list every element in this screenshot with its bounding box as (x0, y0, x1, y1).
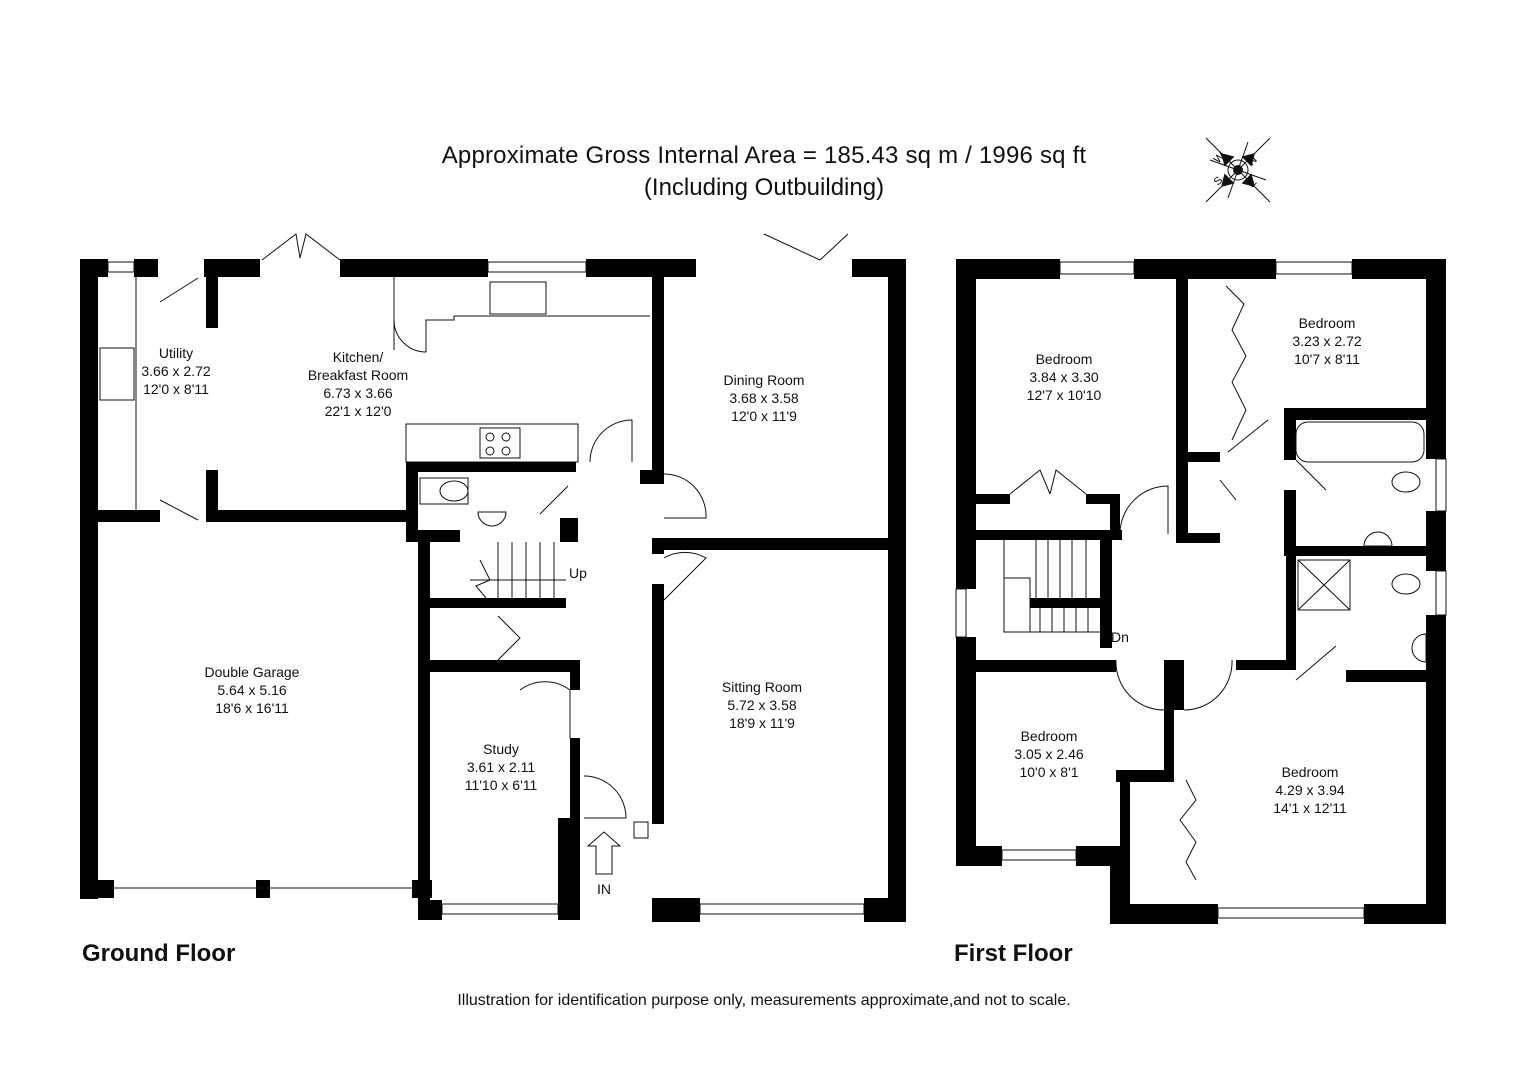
bed2-name: Bedroom (1299, 315, 1356, 331)
kitchen-name-2: Breakfast Room (308, 367, 408, 383)
bed1-imperial: 12'7 x 10'10 (1027, 387, 1102, 403)
bed3-name: Bedroom (1021, 728, 1078, 744)
bed1-metric: 3.84 x 3.30 (1029, 369, 1098, 385)
garage-name: Double Garage (205, 664, 300, 680)
sitting-name: Sitting Room (722, 679, 802, 695)
bed1-name: Bedroom (1036, 351, 1093, 367)
garage-metric: 5.64 x 5.16 (217, 682, 286, 698)
ground-floor-plan: Utility 3.66 x 2.72 12'0 x 8'11 Kitchen/… (80, 233, 906, 922)
utility-name: Utility (159, 345, 193, 361)
study-metric: 3.61 x 2.11 (467, 759, 535, 775)
area-header: Approximate Gross Internal Area = 185.43… (0, 140, 1528, 204)
entrance-label: IN (597, 881, 611, 897)
bed2-metric: 3.23 x 2.72 (1292, 333, 1361, 349)
ground-stair-label: Up (569, 565, 587, 581)
first-floor-plan: Bedroom 3.84 x 3.30 12'7 x 10'10 Bedroom… (955, 259, 1447, 924)
gross-area-text: Approximate Gross Internal Area = 185.43… (441, 142, 1087, 169)
ground-floor-title: Ground Floor (82, 940, 236, 967)
sitting-metric: 5.72 x 3.58 (727, 697, 796, 713)
sitting-imperial: 18'9 x 11'9 (729, 715, 795, 731)
kitchen-imperial: 22'1 x 12'0 (325, 403, 392, 419)
utility-imperial: 12'0 x 8'11 (143, 381, 209, 397)
bed4-name: Bedroom (1282, 764, 1339, 780)
compass-icon: N E S W (1205, 137, 1271, 203)
utility-metric: 3.66 x 2.72 (141, 363, 210, 379)
bed4-metric: 4.29 x 3.94 (1275, 782, 1344, 798)
kitchen-metric: 6.73 x 3.66 (323, 385, 392, 401)
bed2-imperial: 10'7 x 8'11 (1294, 351, 1360, 367)
first-stair-label: Dn (1111, 629, 1129, 645)
garage-imperial: 18'6 x 16'11 (215, 700, 289, 716)
first-floor-title: First Floor (954, 940, 1073, 967)
bed4-imperial: 14'1 x 12'11 (1273, 800, 1347, 816)
kitchen-name: Kitchen/ (333, 349, 384, 365)
disclaimer-text: Illustration for identification purpose … (457, 992, 1071, 1009)
study-imperial: 11'10 x 6'11 (465, 777, 538, 793)
study-name: Study (483, 741, 519, 757)
dining-imperial: 12'0 x 11'9 (731, 408, 797, 424)
bed3-imperial: 10'0 x 8'1 (1019, 764, 1078, 780)
compass-e: E (1246, 176, 1260, 190)
dining-name: Dining Room (724, 372, 805, 388)
dining-metric: 3.68 x 3.58 (729, 390, 798, 406)
area-note-text: (Including Outbuilding) (643, 174, 885, 201)
bed3-metric: 3.05 x 2.46 (1014, 746, 1083, 762)
